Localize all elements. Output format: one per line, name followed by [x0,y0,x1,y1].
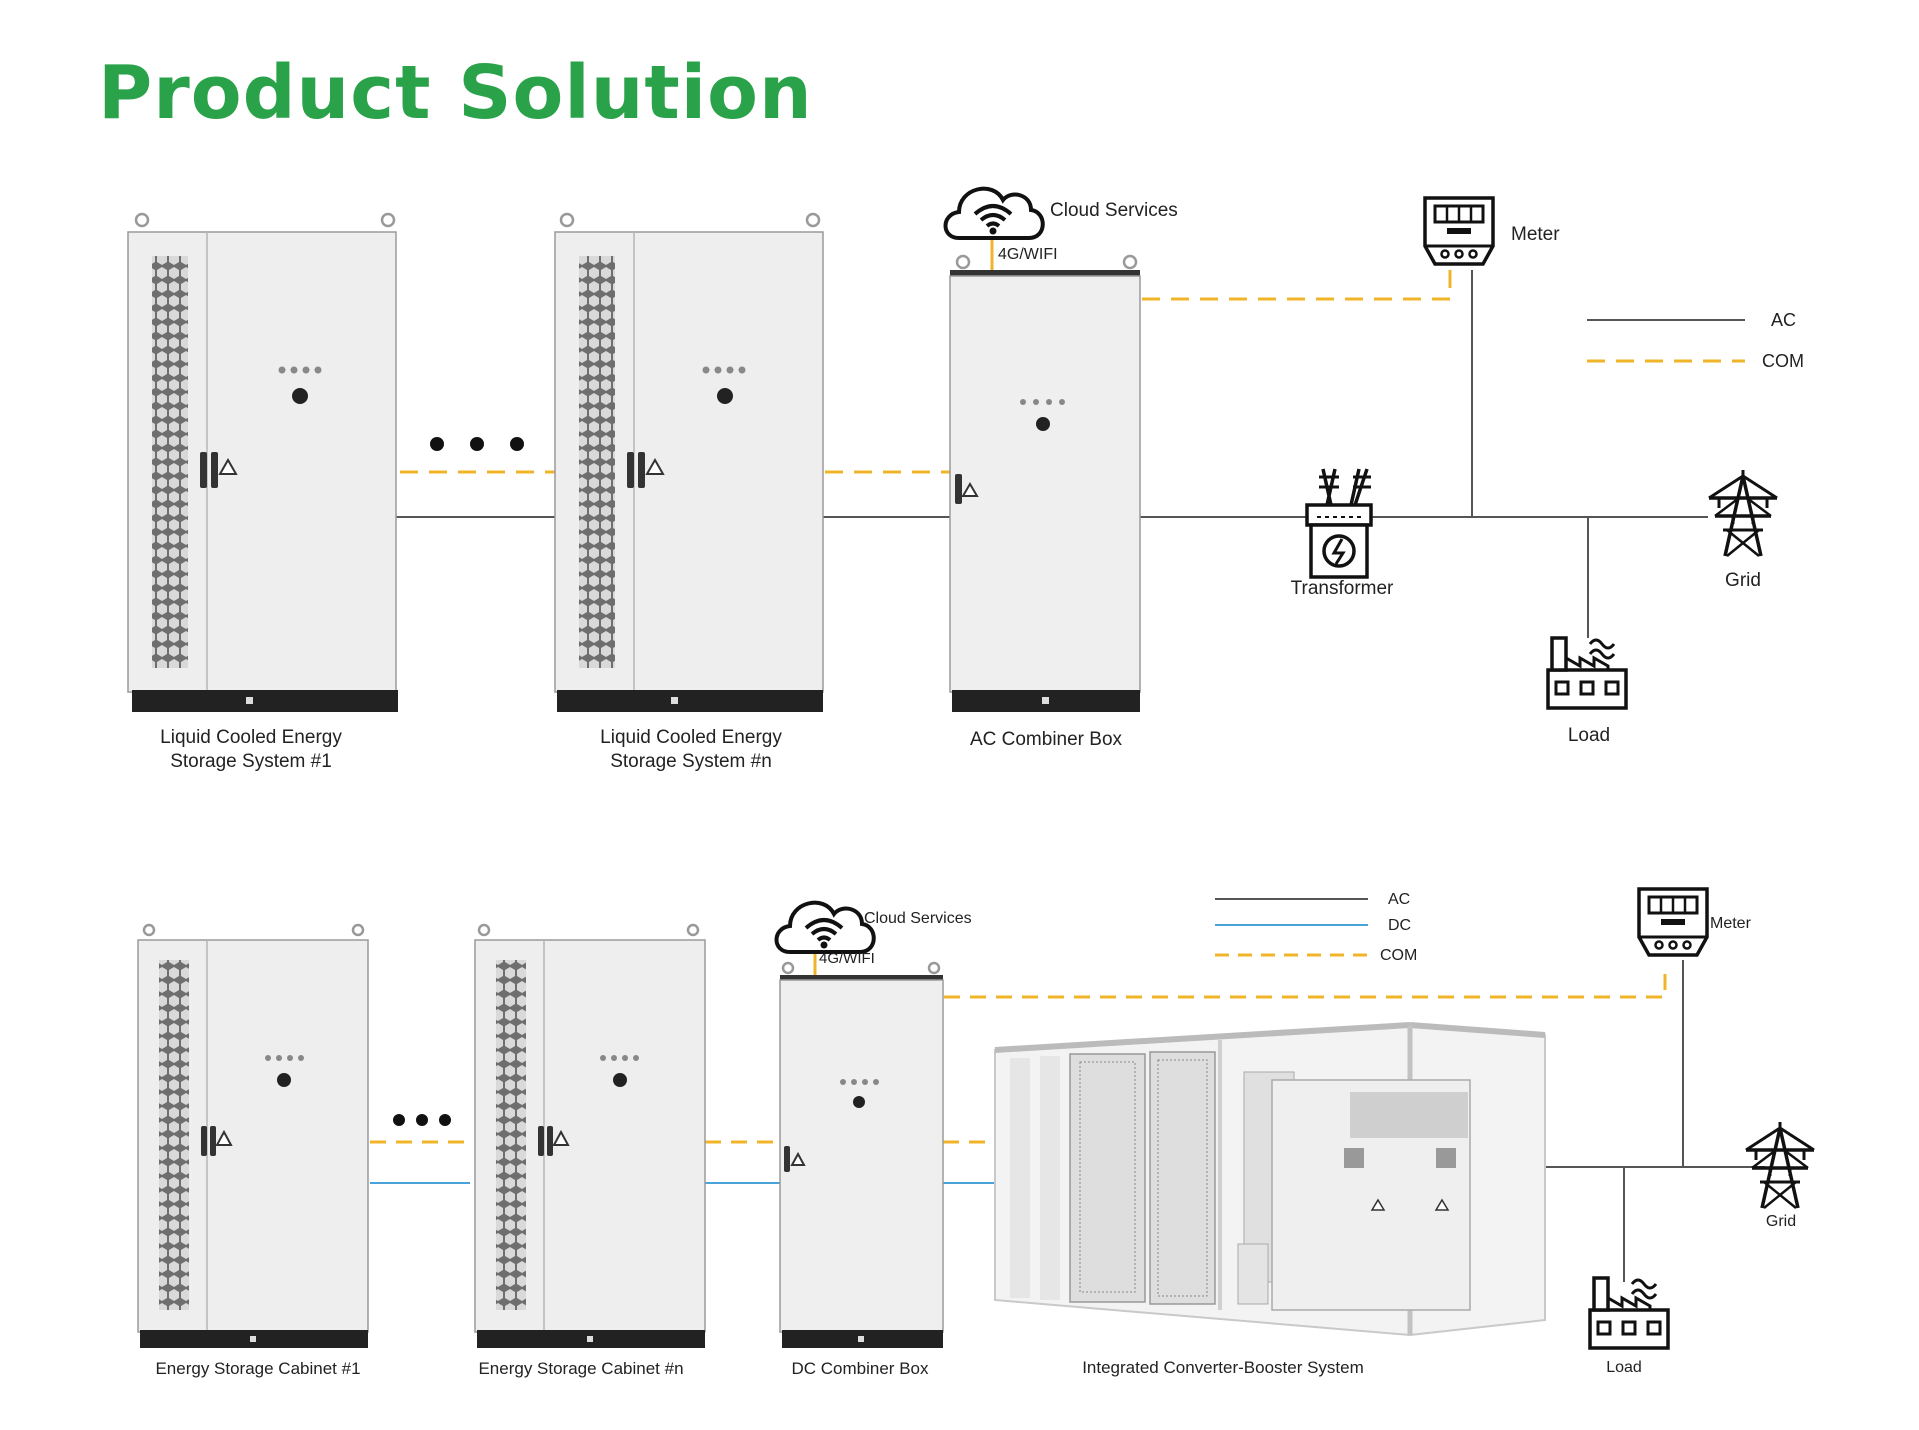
cabinet-n-label: Energy Storage Cabinet #n [478,1359,683,1378]
liquid-cooled-storage-1 [127,212,398,712]
cloud-services-label: Cloud Services [1050,200,1178,221]
com-line [944,970,1667,999]
wifi-label: 4G/WIFI [819,950,875,967]
legend-com-label: COM [1762,351,1804,371]
meter-icon [1423,196,1495,266]
grid-pylon-icon [1707,468,1779,558]
cabinet-1-label: Energy Storage Cabinet #1 [155,1359,360,1378]
meter-label: Meter [1710,915,1752,932]
load-label: Load [1568,725,1610,746]
meter-icon [1637,887,1709,957]
legend-ac-label: AC [1771,310,1796,330]
com-line [1142,270,1452,301]
ac-combiner-label: AC Combiner Box [970,729,1123,750]
load-factory-icon [1588,1276,1670,1350]
grid-label: Grid [1766,1213,1796,1230]
bottom-wiring [370,942,1765,1282]
liquid-cooled-storage-n [554,212,824,712]
cloud-services-label: Cloud Services [864,910,972,927]
legend-dc-label: DC [1388,917,1411,934]
grid-label: Grid [1725,570,1761,591]
legend-com-label: COM [1380,947,1417,964]
ellipsis-dots [393,1114,451,1126]
top-legend: AC COM [1587,310,1804,371]
load-label: Load [1606,1359,1642,1376]
storage-1-label-line1: Liquid Cooled Energy [160,727,342,748]
bottom-legend: AC DC COM [1215,891,1417,964]
transformer-label: Transformer [1291,578,1394,599]
storage-n-label-line2: Storage System #n [610,751,772,772]
transformer-icon [1305,468,1373,579]
storage-n-label-line1: Liquid Cooled Energy [600,727,782,748]
wifi-label: 4G/WIFI [998,246,1058,263]
legend-ac-label: AC [1388,891,1410,908]
energy-storage-cabinet-n [474,923,706,1348]
cloud-icon [774,900,876,954]
page-title: Product Solution [98,50,813,136]
dc-combiner-box [779,961,944,1348]
cloud-icon [943,186,1045,240]
load-factory-icon [1546,636,1628,710]
storage-1-label-line2: Storage System #1 [170,751,332,772]
grid-pylon-icon [1744,1120,1816,1210]
meter-label: Meter [1511,224,1560,245]
energy-storage-cabinet-1 [137,923,369,1348]
dc-combiner-label: DC Combiner Box [792,1359,929,1378]
converter-label: Integrated Converter-Booster System [1082,1358,1364,1377]
ac-combiner-box [949,254,1141,712]
converter-booster-container [994,1022,1546,1337]
ellipsis-dots [430,437,524,451]
